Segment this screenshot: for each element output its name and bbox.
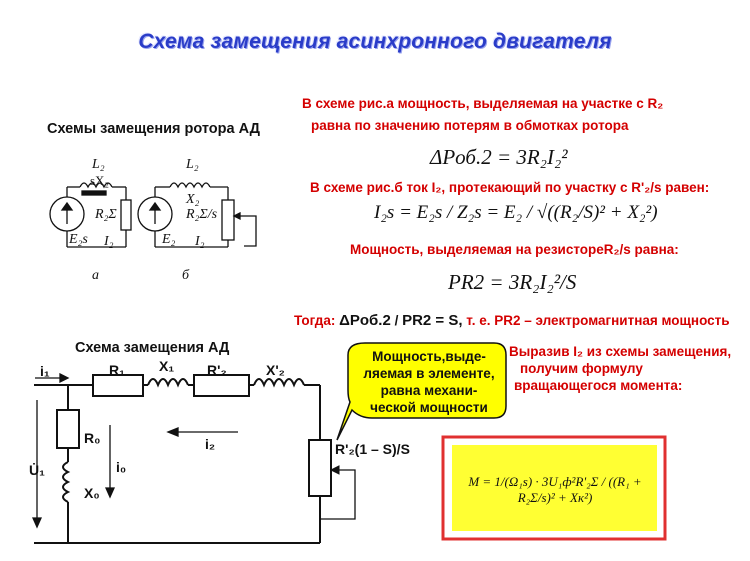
text-scheme-b-current: В схеме рис.б ток I₂, протекающий по уча… bbox=[310, 180, 710, 195]
fig-a-I-label: I₂ bbox=[104, 234, 114, 249]
conclusion-pr2: PR2 = S, bbox=[402, 312, 463, 329]
conclusion-line: Тогда: ΔPоб.2 / PR2 = S, т. е. PR2 – эле… bbox=[294, 312, 730, 329]
fig-a-L-label: L₂ bbox=[92, 157, 105, 172]
current-arrows bbox=[31, 372, 238, 529]
rotor-scheme-b bbox=[137, 182, 257, 248]
formula-pr2: PR2 = 3R₂I₂²/S bbox=[448, 270, 577, 294]
formula-delta-p: ΔPоб.2 = 3R₂I₂² bbox=[430, 145, 568, 169]
callout-line-1: Мощность,выде- bbox=[372, 349, 486, 364]
callout-text: Мощность,выде- ляемая в элементе, равна … bbox=[355, 348, 503, 416]
label-R2p: R'₂ bbox=[207, 362, 227, 378]
label-X0: X₀ bbox=[84, 485, 100, 501]
text-power-resistor: Мощность, выделяемая на резистореR₂/s ра… bbox=[350, 242, 679, 257]
callout-line-2: ляемая в элементе, bbox=[363, 366, 495, 381]
label-i1: i₁ bbox=[40, 363, 50, 379]
label-i2: i₂ bbox=[205, 436, 216, 452]
text-rotor-losses: равна по значению потерям в обмотках рот… bbox=[311, 118, 629, 133]
callout-line-3: равна механи- bbox=[380, 383, 478, 398]
label-U1: U̇₁ bbox=[29, 462, 45, 478]
formula-current: I₂s = E₂s / Z₂s = E₂ / √((R₂/S)² + X₂²) bbox=[374, 202, 658, 223]
callout-bubble bbox=[336, 342, 507, 441]
note-line-1: Выразив I₂ из схемы замещения, bbox=[509, 344, 732, 359]
conclusion-prefix: Тогда: bbox=[294, 313, 340, 328]
fig-b-X-label: X₂ bbox=[186, 192, 200, 207]
fig-b-R-label: R₂Σ/s bbox=[186, 207, 218, 222]
note-line-2: получим формулу bbox=[520, 361, 643, 376]
conclusion-suffix: т. е. PR2 – электромагнитная мощность bbox=[462, 313, 730, 328]
rotor-schemes-heading: Схемы замещения ротора АД bbox=[47, 121, 260, 137]
torque-formula: M = 1/(Ω₁s) · 3U₁ф²R'₂Σ / ((R₁ + R₂Σ/s)²… bbox=[468, 474, 642, 505]
fig-b-L-label: L₂ bbox=[186, 157, 199, 172]
fig-b-I-label: I₂ bbox=[195, 234, 205, 249]
fig-a-caption: а bbox=[92, 268, 99, 283]
label-X2p: X'₂ bbox=[266, 362, 285, 378]
circuit-heading: Схема замещения АД bbox=[75, 340, 230, 356]
fig-a-R-label: R₂Σ bbox=[95, 207, 117, 222]
rotor-scheme-a bbox=[49, 182, 132, 248]
fig-b-caption: б bbox=[182, 268, 190, 283]
conclusion-delta-p: ΔPоб.2 bbox=[339, 312, 391, 329]
fig-a-sX-label: sX₂ bbox=[90, 173, 109, 188]
label-R1: R₁ bbox=[109, 362, 125, 378]
callout-line-4: ческой мощности bbox=[370, 400, 488, 415]
fig-b-E-label: E₂ bbox=[162, 232, 176, 247]
conclusion-slash: / bbox=[390, 313, 403, 328]
fig-a-E-label: E₂s bbox=[69, 232, 88, 247]
note-line-3: вращающегося момента: bbox=[514, 378, 683, 393]
label-i0: i₀ bbox=[116, 459, 127, 475]
page-title: Схема замещения асинхронного двигателя bbox=[138, 30, 612, 53]
text-scheme-a: В схеме рис.а мощность, выделяемая на уч… bbox=[302, 96, 664, 111]
main-equivalent-circuit bbox=[34, 374, 356, 544]
label-X1: X₁ bbox=[159, 358, 175, 374]
label-R0: R₀ bbox=[84, 430, 101, 446]
label-load: R'₂(1 – S)/S bbox=[335, 441, 410, 457]
